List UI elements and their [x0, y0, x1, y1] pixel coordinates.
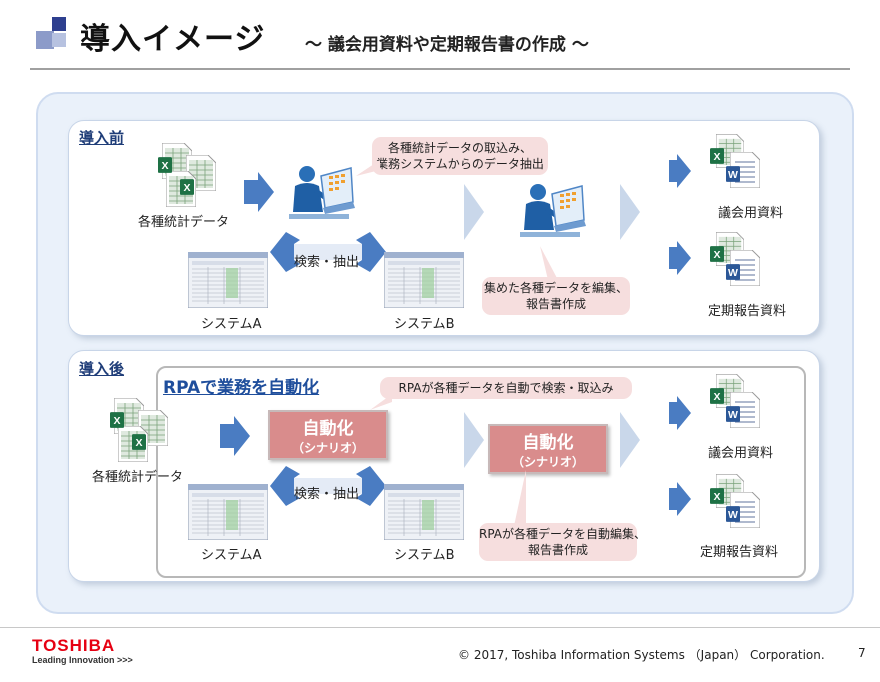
- excel-word-docs-icon: [710, 474, 760, 528]
- title-divider: [30, 68, 850, 70]
- after-label: 導入後: [79, 360, 125, 378]
- arrow-right-icon: [669, 396, 691, 430]
- arrow-right-icon: [669, 482, 691, 516]
- callout-line: 報告書作成: [527, 543, 588, 557]
- automation-scenario-box: 自動化 （シナリオ）: [268, 410, 388, 460]
- output-report-label: 定期報告資料: [708, 304, 787, 319]
- callout-line: 各種統計データの取込み、: [387, 141, 532, 155]
- brand-logo: TOSHIBA: [32, 636, 116, 655]
- chevron-right-icon: [464, 184, 484, 240]
- page-subtitle: ～ 議会用資料や定期報告書の作成 ～: [305, 35, 589, 55]
- search-extract-label: 検索・抽出: [294, 487, 360, 502]
- callout-line: 業務システムからのデータ抽出: [376, 157, 544, 171]
- title-decoration: [36, 31, 54, 49]
- callout-rpa-collect: RPAが各種データを自動で検索・取込み: [380, 377, 632, 399]
- operator-icon: [287, 162, 361, 226]
- rpa-title: RPAで業務を自動化: [163, 378, 320, 398]
- page-title: 導入イメージ: [80, 22, 266, 57]
- callout-pointer: [514, 470, 526, 526]
- footer-divider: [0, 627, 880, 628]
- arrow-right-icon: [669, 154, 691, 188]
- chevron-right-icon: [620, 184, 640, 240]
- output-assembly-label: 議会用資料: [708, 446, 774, 461]
- excel-word-docs-icon: [710, 374, 760, 428]
- system-window-icon: [188, 484, 268, 540]
- excel-files-icon: [158, 143, 216, 207]
- output-report-label: 定期報告資料: [700, 545, 779, 560]
- excel-word-docs-icon: [710, 134, 760, 188]
- automation-subtitle: （シナリオ）: [291, 441, 364, 455]
- system-window-icon: [384, 252, 464, 308]
- excel-word-docs-icon: [710, 232, 760, 286]
- callout-pointer: [356, 160, 380, 176]
- callout-line: 集めた各種データを編集、: [483, 281, 628, 295]
- callout-line: 報告書作成: [525, 297, 586, 311]
- title-decoration: [52, 33, 66, 47]
- source-data-label: 各種統計データ: [92, 470, 184, 485]
- chevron-right-icon: [464, 412, 484, 468]
- automation-title: 自動化: [522, 433, 574, 453]
- title-decoration: [52, 17, 66, 31]
- system-a-label: システムA: [201, 317, 262, 332]
- system-b-label: システムB: [394, 548, 455, 563]
- arrow-right-icon: [244, 172, 274, 212]
- source-data-label: 各種統計データ: [138, 215, 230, 230]
- page-number: 7: [858, 646, 866, 660]
- output-assembly-label: 議会用資料: [718, 206, 784, 221]
- callout-edit: 集めた各種データを編集、 報告書作成: [482, 277, 630, 315]
- callout-rpa-edit: RPAが各種データを自動編集、 報告書作成: [479, 523, 647, 561]
- callout-pointer: [540, 246, 558, 280]
- copyright-text: © 2017, Toshiba Information Systems （Jap…: [458, 648, 825, 662]
- before-label: 導入前: [79, 129, 125, 147]
- excel-files-icon: [110, 398, 168, 462]
- arrow-right-icon: [220, 416, 250, 456]
- brand-tagline: Leading Innovation >>>: [32, 655, 133, 665]
- callout-pointer: [370, 394, 392, 410]
- double-arrow-icon: [270, 466, 386, 506]
- operator-icon: [518, 180, 592, 244]
- callout-collect: 各種統計データの取込み、 業務システムからのデータ抽出: [372, 137, 548, 175]
- system-b-label: システムB: [394, 317, 455, 332]
- system-a-label: システムA: [201, 548, 262, 563]
- search-extract-label: 検索・抽出: [294, 255, 360, 270]
- automation-title: 自動化: [302, 419, 354, 439]
- system-window-icon: [188, 252, 268, 308]
- automation-scenario-box: 自動化 （シナリオ）: [488, 424, 608, 474]
- system-window-icon: [384, 484, 464, 540]
- callout-line: RPAが各種データを自動編集、: [479, 527, 647, 541]
- automation-subtitle: （シナリオ）: [511, 455, 584, 469]
- double-arrow-icon: [270, 232, 386, 272]
- callout-line: RPAが各種データを自動で検索・取込み: [398, 381, 614, 395]
- arrow-right-icon: [669, 241, 691, 275]
- chevron-right-icon: [620, 412, 640, 468]
